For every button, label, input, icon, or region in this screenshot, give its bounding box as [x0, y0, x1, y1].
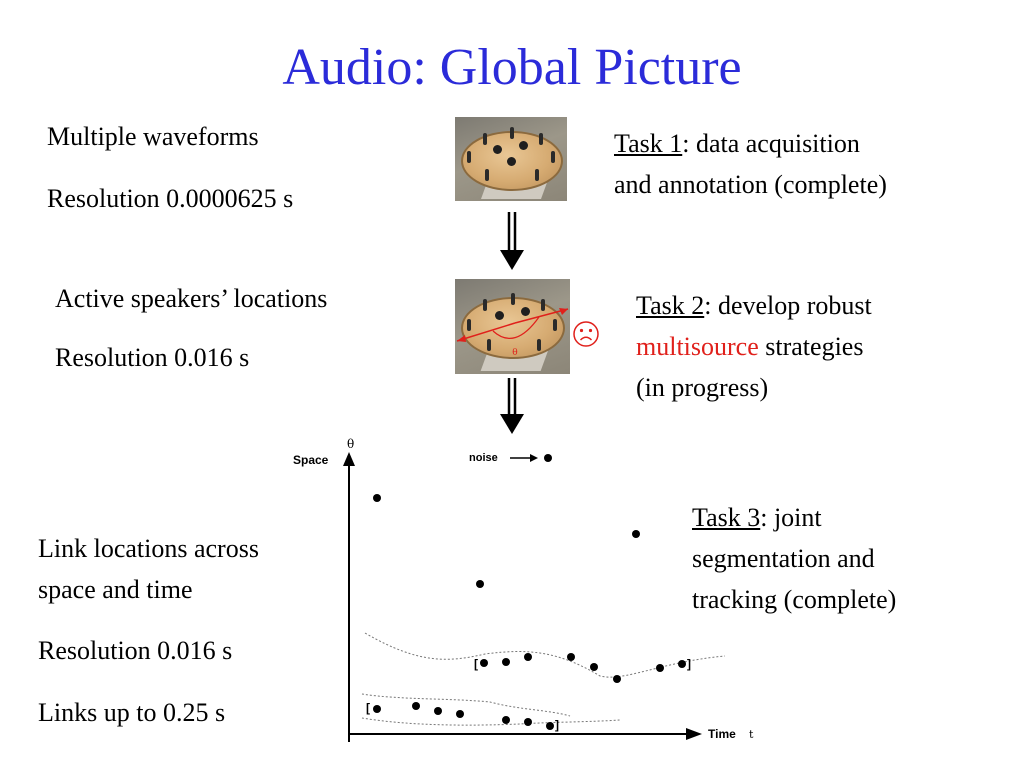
task1-label: Task 1	[614, 129, 683, 158]
task3-text-line2: segmentation and	[692, 544, 875, 573]
track-1-point	[613, 675, 621, 683]
mic-icon	[510, 127, 514, 139]
x-axis-label: Time	[708, 727, 736, 741]
mic-icon	[553, 319, 557, 331]
y-axis-symbol: θ	[347, 437, 354, 451]
mic-icon	[487, 339, 491, 351]
links-up-to-text: Links up to 0.25 s	[38, 698, 226, 727]
track-1-open-bracket: [	[474, 657, 478, 671]
task2-strategies: strategies	[758, 332, 864, 361]
x-axis-arrow-icon	[686, 728, 702, 740]
space-time-plot: Space θ Time t noise [ ] [ ]	[293, 437, 754, 742]
noise-arrow-icon	[530, 454, 538, 462]
track-1-point	[524, 653, 532, 661]
mic-icon	[535, 169, 539, 181]
track-2-point	[373, 705, 381, 713]
detection-point	[632, 530, 640, 538]
task1-text-line1: Task 1: data acquisition	[614, 128, 860, 160]
track-2-point	[502, 716, 510, 724]
mic-capsule-icon	[521, 307, 530, 316]
mic-icon	[483, 299, 487, 311]
track-2-point	[412, 702, 420, 710]
mic-icon	[467, 319, 471, 331]
mic-icon	[539, 133, 543, 145]
waveform-resolution-text: Resolution 0.0000625 s	[47, 184, 294, 213]
detection-point	[373, 494, 381, 502]
task3-text-line1: Task 3: joint	[692, 502, 822, 534]
track-2-point	[456, 710, 464, 718]
angle-annotation: θ	[456, 308, 569, 358]
track-1-close-bracket: ]	[687, 657, 691, 671]
y-axis-label: Space	[293, 453, 329, 467]
mic-capsule-icon	[495, 311, 504, 320]
mic-array-photo-mid	[455, 279, 570, 374]
active-speakers-text: Active speakers’ locations	[55, 284, 328, 313]
track-1-point	[502, 658, 510, 666]
mic-capsule-icon	[519, 141, 528, 150]
down-arrow-icon	[500, 212, 524, 270]
track-2-point	[434, 707, 442, 715]
frowning-face-icon	[573, 321, 599, 347]
track-2-envelope-bottom	[361, 717, 621, 726]
track-2-open-bracket: [	[366, 701, 370, 715]
track-2-close-bracket: ]	[555, 718, 559, 732]
link-locations-text-2: space and time	[38, 575, 193, 604]
multisource-highlight: multisource	[636, 332, 759, 361]
link-resolution-text: Resolution 0.016 s	[38, 636, 233, 665]
task2-text-line3: (in progress)	[636, 373, 769, 402]
y-axis-arrow-icon	[343, 452, 355, 466]
track-1-point	[480, 659, 488, 667]
task1-desc: : data acquisition	[682, 129, 860, 158]
task3-desc: : joint	[760, 503, 822, 532]
task2-text-line1: Task 2: develop robust	[636, 290, 872, 322]
task1-text-line2: and annotation (complete)	[614, 170, 887, 199]
task3-label: Task 3	[692, 503, 761, 532]
slide-title: Audio: Global Picture	[282, 39, 742, 96]
track-1-point	[590, 663, 598, 671]
track-1-point	[678, 660, 686, 668]
mic-icon	[541, 299, 545, 311]
noise-point	[544, 454, 552, 462]
mic-icon	[551, 151, 555, 163]
down-arrow-icon	[500, 378, 524, 434]
track-1-point	[656, 664, 664, 672]
mic-icon	[483, 133, 487, 145]
task2-desc: : develop robust	[704, 291, 872, 320]
mic-capsule-icon	[507, 157, 516, 166]
task2-label: Task 2	[636, 291, 705, 320]
x-axis-symbol: t	[749, 728, 754, 741]
mic-icon	[467, 151, 471, 163]
track-2-envelope-top	[361, 693, 571, 717]
task3-text-line3: tracking (complete)	[692, 585, 897, 614]
detection-point	[476, 580, 484, 588]
mic-array-photo-top	[455, 117, 567, 201]
track-1-envelope	[364, 632, 726, 678]
track-1-point	[567, 653, 575, 661]
multiple-waveforms-text: Multiple waveforms	[47, 122, 259, 151]
mic-icon	[537, 339, 541, 351]
track-2-point	[524, 718, 532, 726]
noise-label: noise	[469, 452, 498, 464]
theta-label: θ	[512, 348, 517, 358]
track-2-point	[546, 722, 554, 730]
mic-icon	[485, 169, 489, 181]
task2-text-line2: multisource strategies	[636, 331, 863, 363]
mic-capsule-icon	[493, 145, 502, 154]
mic-icon	[511, 293, 515, 305]
link-locations-text-1: Link locations across	[38, 534, 259, 563]
speakers-resolution-text: Resolution 0.016 s	[55, 343, 250, 372]
